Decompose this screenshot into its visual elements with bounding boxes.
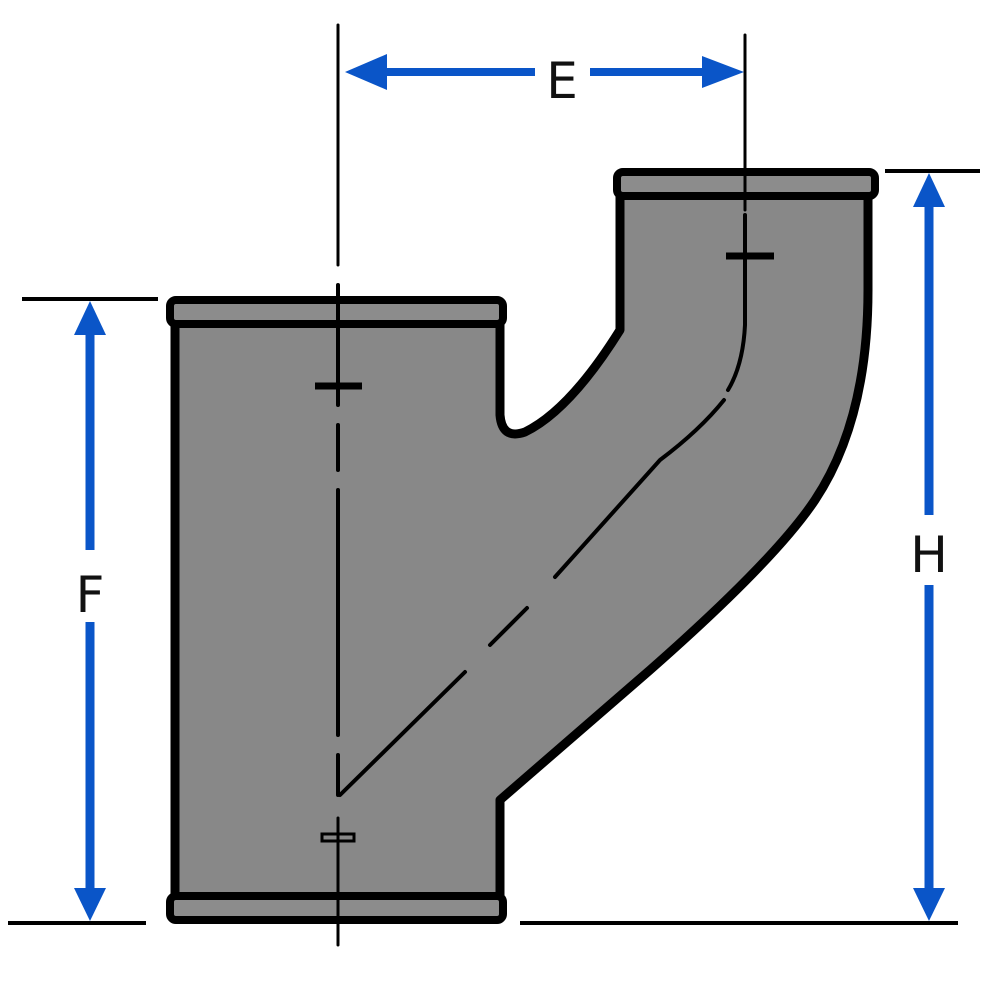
main-tick-lower xyxy=(320,832,356,843)
dimension-e-label: E xyxy=(546,52,578,110)
branch-centerline-diagonal-2 xyxy=(488,606,529,647)
dimension-e-arrow-left-icon xyxy=(345,54,387,90)
branch-centerline-diagonal-1 xyxy=(553,398,726,579)
fitting-body xyxy=(166,168,879,924)
dimension-h-arrow-down-icon xyxy=(913,888,945,921)
dimension-h-label: H xyxy=(910,526,948,584)
dimension-f-arrow-up-icon xyxy=(74,301,106,335)
extension-lines xyxy=(8,169,980,925)
dimension-f xyxy=(74,301,106,921)
branch-centerline-diagonal-3 xyxy=(338,670,467,797)
fitting-outline xyxy=(170,185,873,910)
dimension-h-arrow-up-icon xyxy=(913,173,945,207)
dimension-f-arrow-down-icon xyxy=(74,888,106,921)
dimension-h xyxy=(913,173,945,921)
centerlines xyxy=(315,23,774,947)
branch-centerline-curve xyxy=(726,213,747,392)
dimension-f-label: F xyxy=(76,566,105,624)
dimension-e xyxy=(345,54,744,90)
dimension-e-arrow-right-icon xyxy=(702,56,744,88)
